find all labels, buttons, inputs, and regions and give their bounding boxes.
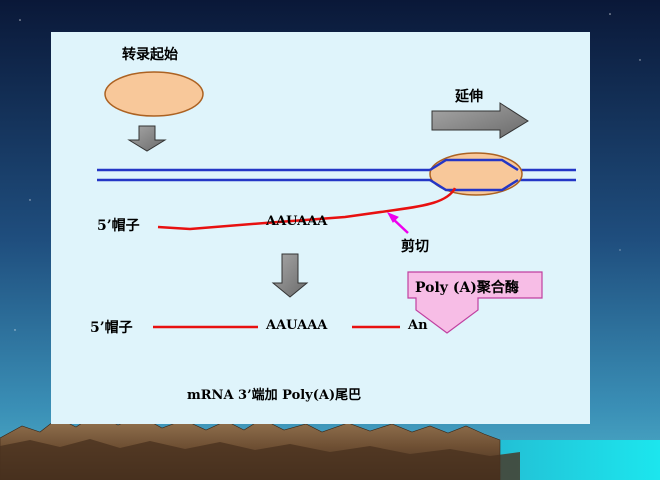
poly-a-tail-label: An — [408, 318, 428, 333]
polya-signal-label-bottom: AAUAAA — [266, 318, 328, 333]
transcription-start-ellipse — [104, 71, 204, 117]
cap-label-top: 5’帽子 — [97, 218, 140, 234]
polya-signal-label-top: AAUAAA — [266, 214, 328, 229]
transcription-start-label: 转录起始 — [122, 47, 178, 63]
nascent-rna-strand — [157, 187, 457, 231]
diagram-caption: mRNA 3’端加 Poly(A)尾巴 — [187, 388, 362, 403]
transcription-bubble — [429, 158, 519, 192]
stars — [14, 13, 641, 331]
rna-polymerase-ellipse — [429, 152, 523, 196]
elongation-label: 延伸 — [455, 89, 483, 105]
mountain-shadow — [0, 439, 520, 480]
poly-a-polymerase-arrow-icon — [407, 271, 543, 334]
down-arrow-icon — [271, 253, 309, 298]
poly-a-polymerase-label: Poly (A)聚合酶 — [415, 280, 519, 296]
cleavage-label: 剪切 — [401, 239, 429, 255]
down-arrow-icon — [127, 125, 167, 152]
cap-label-bottom: 5’帽子 — [90, 320, 133, 336]
cleavage-arrowhead — [386, 212, 399, 223]
right-arrow-icon — [431, 102, 529, 139]
